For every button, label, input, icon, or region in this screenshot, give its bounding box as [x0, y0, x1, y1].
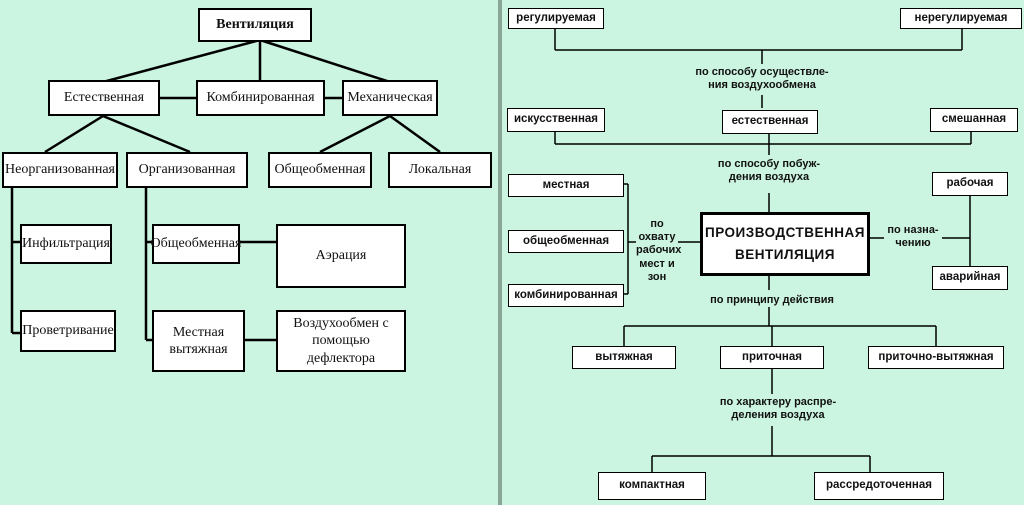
node-airing: Проветривание — [20, 310, 116, 352]
caption-by-coverage: по охвату рабочих мест и зон — [636, 218, 682, 284]
panel-divider — [498, 0, 502, 505]
node-emergency: аварийная — [932, 266, 1008, 290]
node-aeration: Аэрация — [276, 224, 406, 288]
root-node-ventilation: Вентиляция — [198, 8, 312, 42]
connector-lines — [10, 38, 441, 342]
node-organized-general: Общеобменная — [151, 224, 241, 264]
caption-by-principle: по принципу действия — [710, 294, 834, 308]
caption-by-induction: по способу побуж- дения воздуха — [710, 158, 828, 185]
node-compact: компактная — [598, 472, 706, 500]
industrial-ventilation-diagram: регулируемая нерегулируемая по способу о… — [502, 0, 1024, 505]
node-supply-exhaust: приточно-вытяжная — [868, 346, 1004, 369]
node-mechanical: Механическая — [342, 80, 438, 116]
ventilation-classification-diagram: Вентиляция Естественная Комбинированная … — [0, 0, 498, 505]
node-exhaust: вытяжная — [572, 346, 676, 369]
node-combined: Комбинированная — [196, 80, 325, 116]
node-unregulated: нерегулируемая — [900, 8, 1022, 29]
node-industrial-ventilation: ПРОИЗВОДСТВЕННАЯ ВЕНТИЛЯЦИЯ — [700, 212, 870, 276]
node-regulated: регулируемая — [508, 8, 604, 29]
caption-by-distribution: по характеру распре- деления воздуха — [704, 396, 852, 423]
caption-by-purpose: по назна- чению — [884, 224, 942, 251]
node-natural: Естественная — [48, 80, 160, 116]
node-general-exchange: Общеобменная — [268, 152, 372, 188]
node-mixed: смешанная — [930, 108, 1018, 132]
node-supply: приточная — [720, 346, 824, 369]
node-organized: Организованная — [126, 152, 248, 188]
node-artificial: искусственная — [507, 108, 605, 132]
node-natural: естественная — [722, 110, 818, 134]
node-general-exchange: общеобменная — [508, 230, 624, 253]
node-working: рабочая — [932, 172, 1008, 196]
node-local: Локальная — [388, 152, 492, 188]
node-combined: комбинированная — [508, 284, 624, 307]
caption-by-exchange-method: по способу осуществле- ния воздухообмена — [692, 66, 832, 93]
node-local-exhaust: Местная вытяжная — [152, 310, 245, 372]
node-unorganized: Неорганизованная — [2, 152, 118, 188]
connector-lines — [554, 28, 972, 472]
node-infiltration: Инфильтрация — [20, 224, 112, 264]
node-dispersed: рассредоточенная — [814, 472, 944, 500]
node-local: местная — [508, 174, 624, 197]
node-deflector-exchange: Воздухообмен с помощью дефлектора — [276, 310, 406, 372]
